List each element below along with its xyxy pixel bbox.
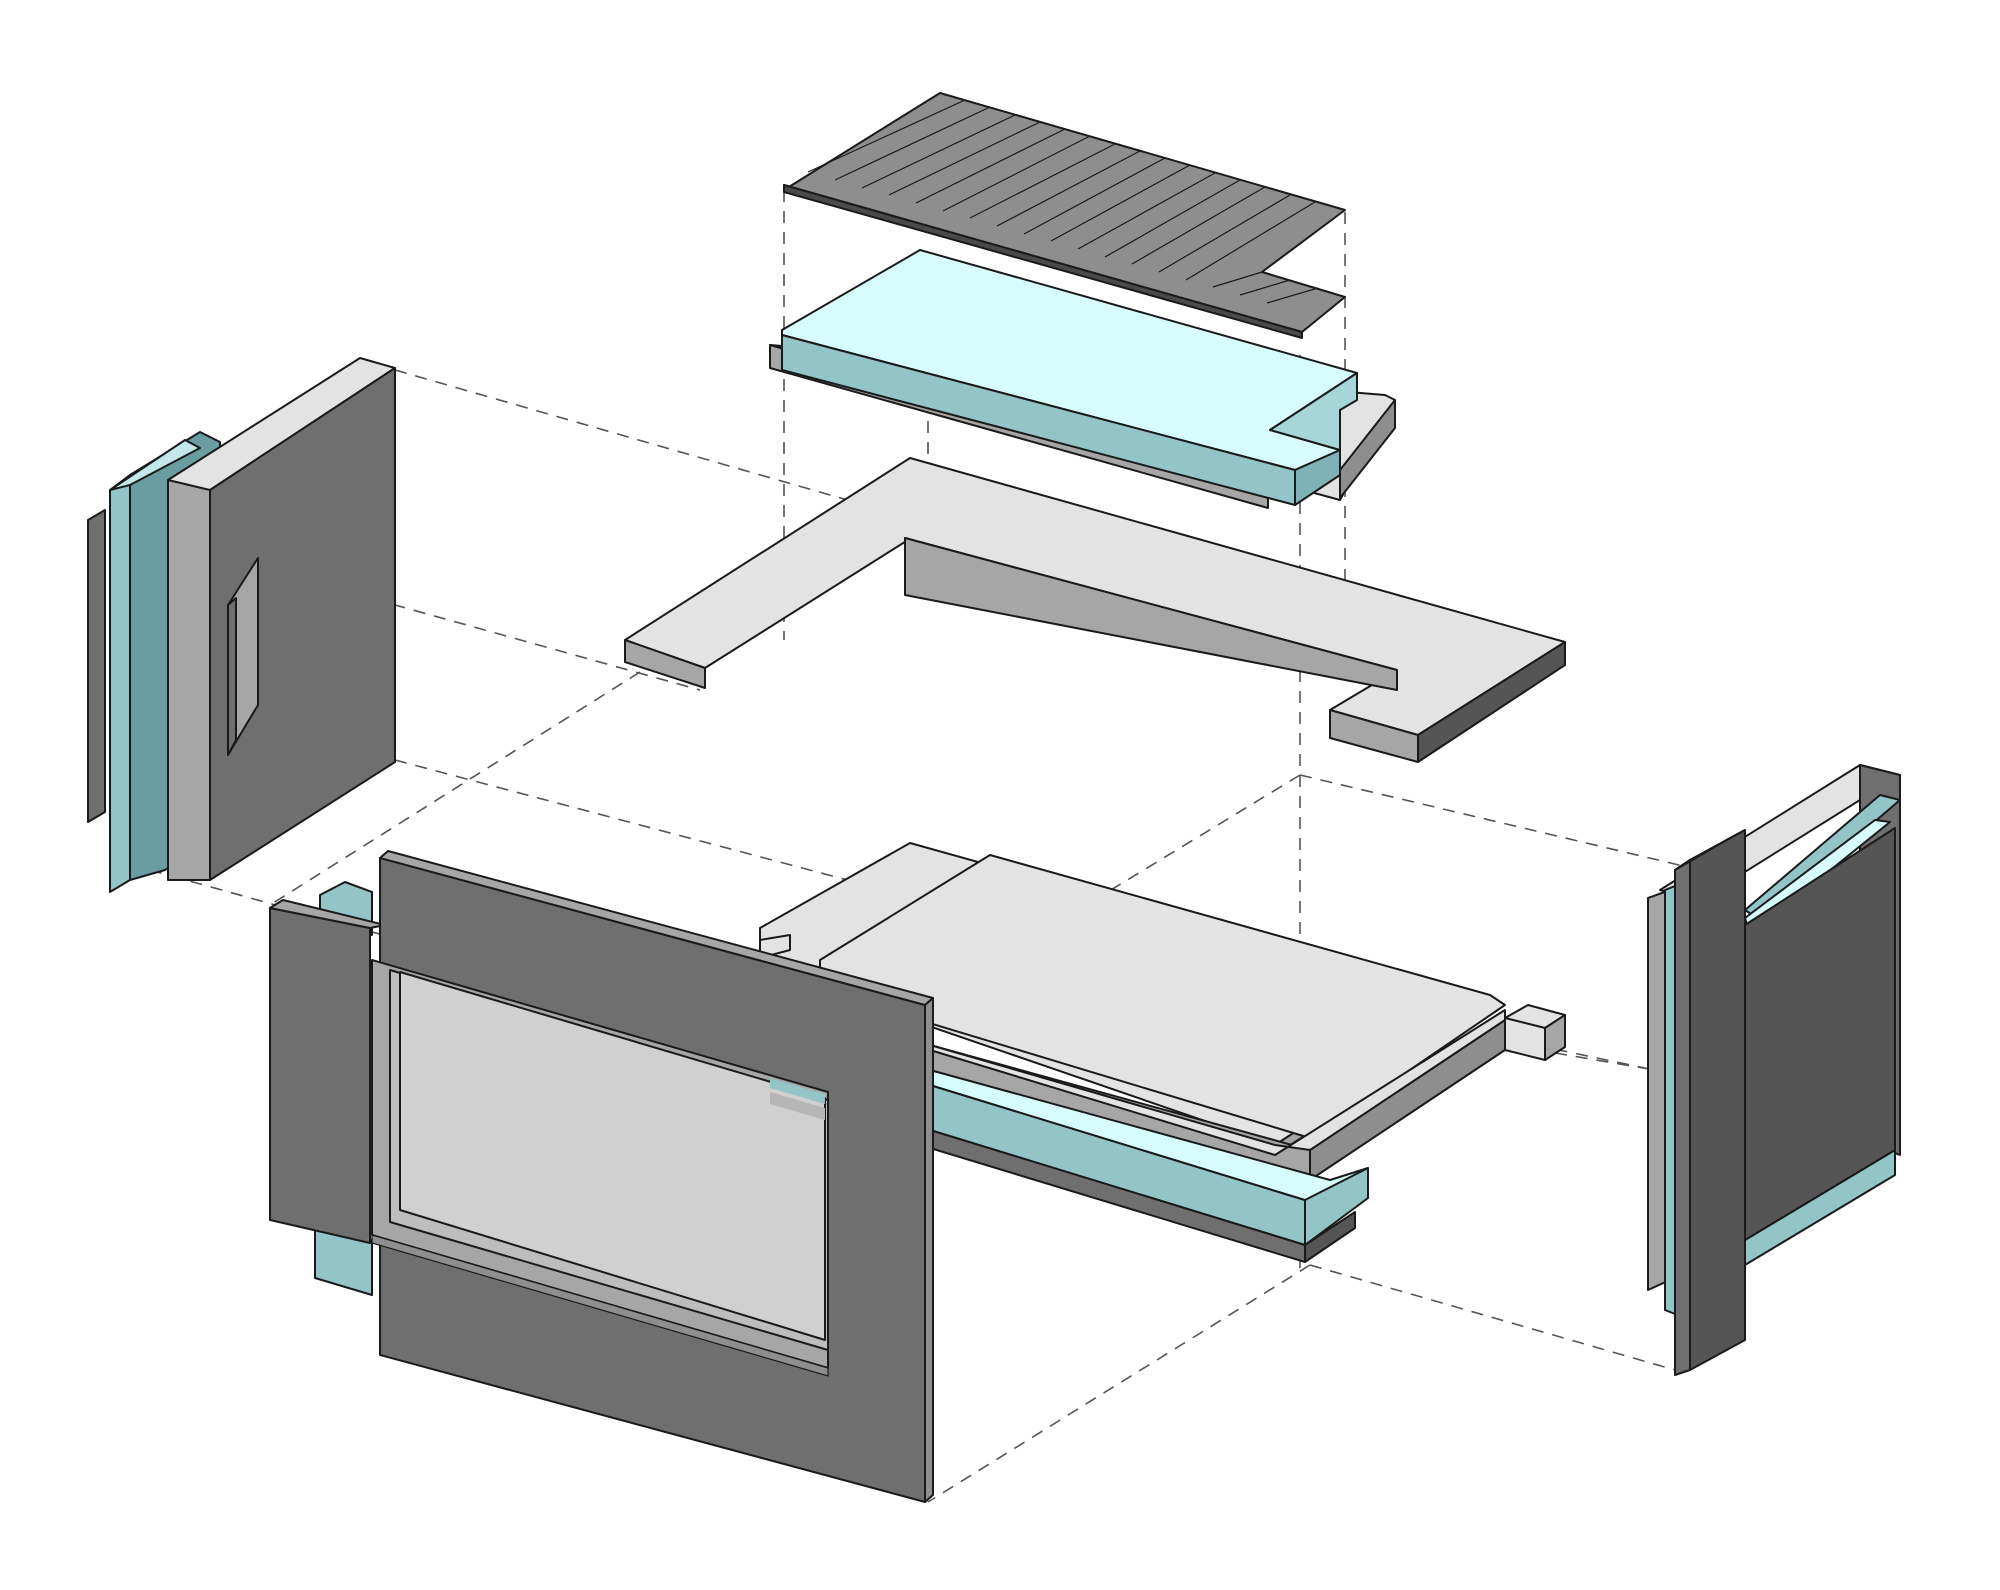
roof-insulation [769,249,1396,509]
roof-base-plate-side [1339,399,1396,499]
decking-board-lines [807,99,1319,304]
ring-beam-top-surface [624,457,1566,736]
window-reflection-block-cyan [770,1078,825,1104]
floor-insulation-side [1304,1167,1369,1246]
roof-decking [783,92,1346,339]
left-wall-core-side [209,367,396,881]
insulation-notch-face [1269,372,1358,451]
right-wall-panel [1647,764,1901,1376]
floor-beam-end-side [1544,1014,1566,1061]
ring-beam-inner-face [904,537,1398,691]
ring-beam-left-front-face [624,639,706,689]
window-sill [371,1234,829,1377]
right-wall-sheathing-top [1674,829,1746,871]
left-wall-window-reveal [227,597,237,756]
window-glass-pane [399,971,826,1341]
left-wall-back-layer [87,509,106,823]
front-wall-with-window [269,850,934,1503]
insulation-side-face [1294,449,1341,506]
left-wall-insulation-top [109,439,201,491]
floor-base-joist-side [1304,1211,1356,1263]
right-wall-sheathing-front [1674,859,1691,1376]
front-wall-left-layer [269,907,371,1244]
left-wall-insulation-face [109,474,131,893]
left-wall-panel [87,357,396,893]
right-wall-sheathing-face [1689,829,1746,1371]
floor-slab-assembly [759,842,1566,1263]
floor-plate-top [929,1009,1506,1156]
right-wall-main-panel [1744,827,1896,1241]
ring-beam [624,457,1566,763]
decking-front-edge [783,184,1303,339]
ring-beam-end-face [1417,641,1566,763]
window-reflection-block [770,1092,825,1120]
left-wall-core-face [167,454,211,881]
front-wall-side-edge [924,997,934,1503]
